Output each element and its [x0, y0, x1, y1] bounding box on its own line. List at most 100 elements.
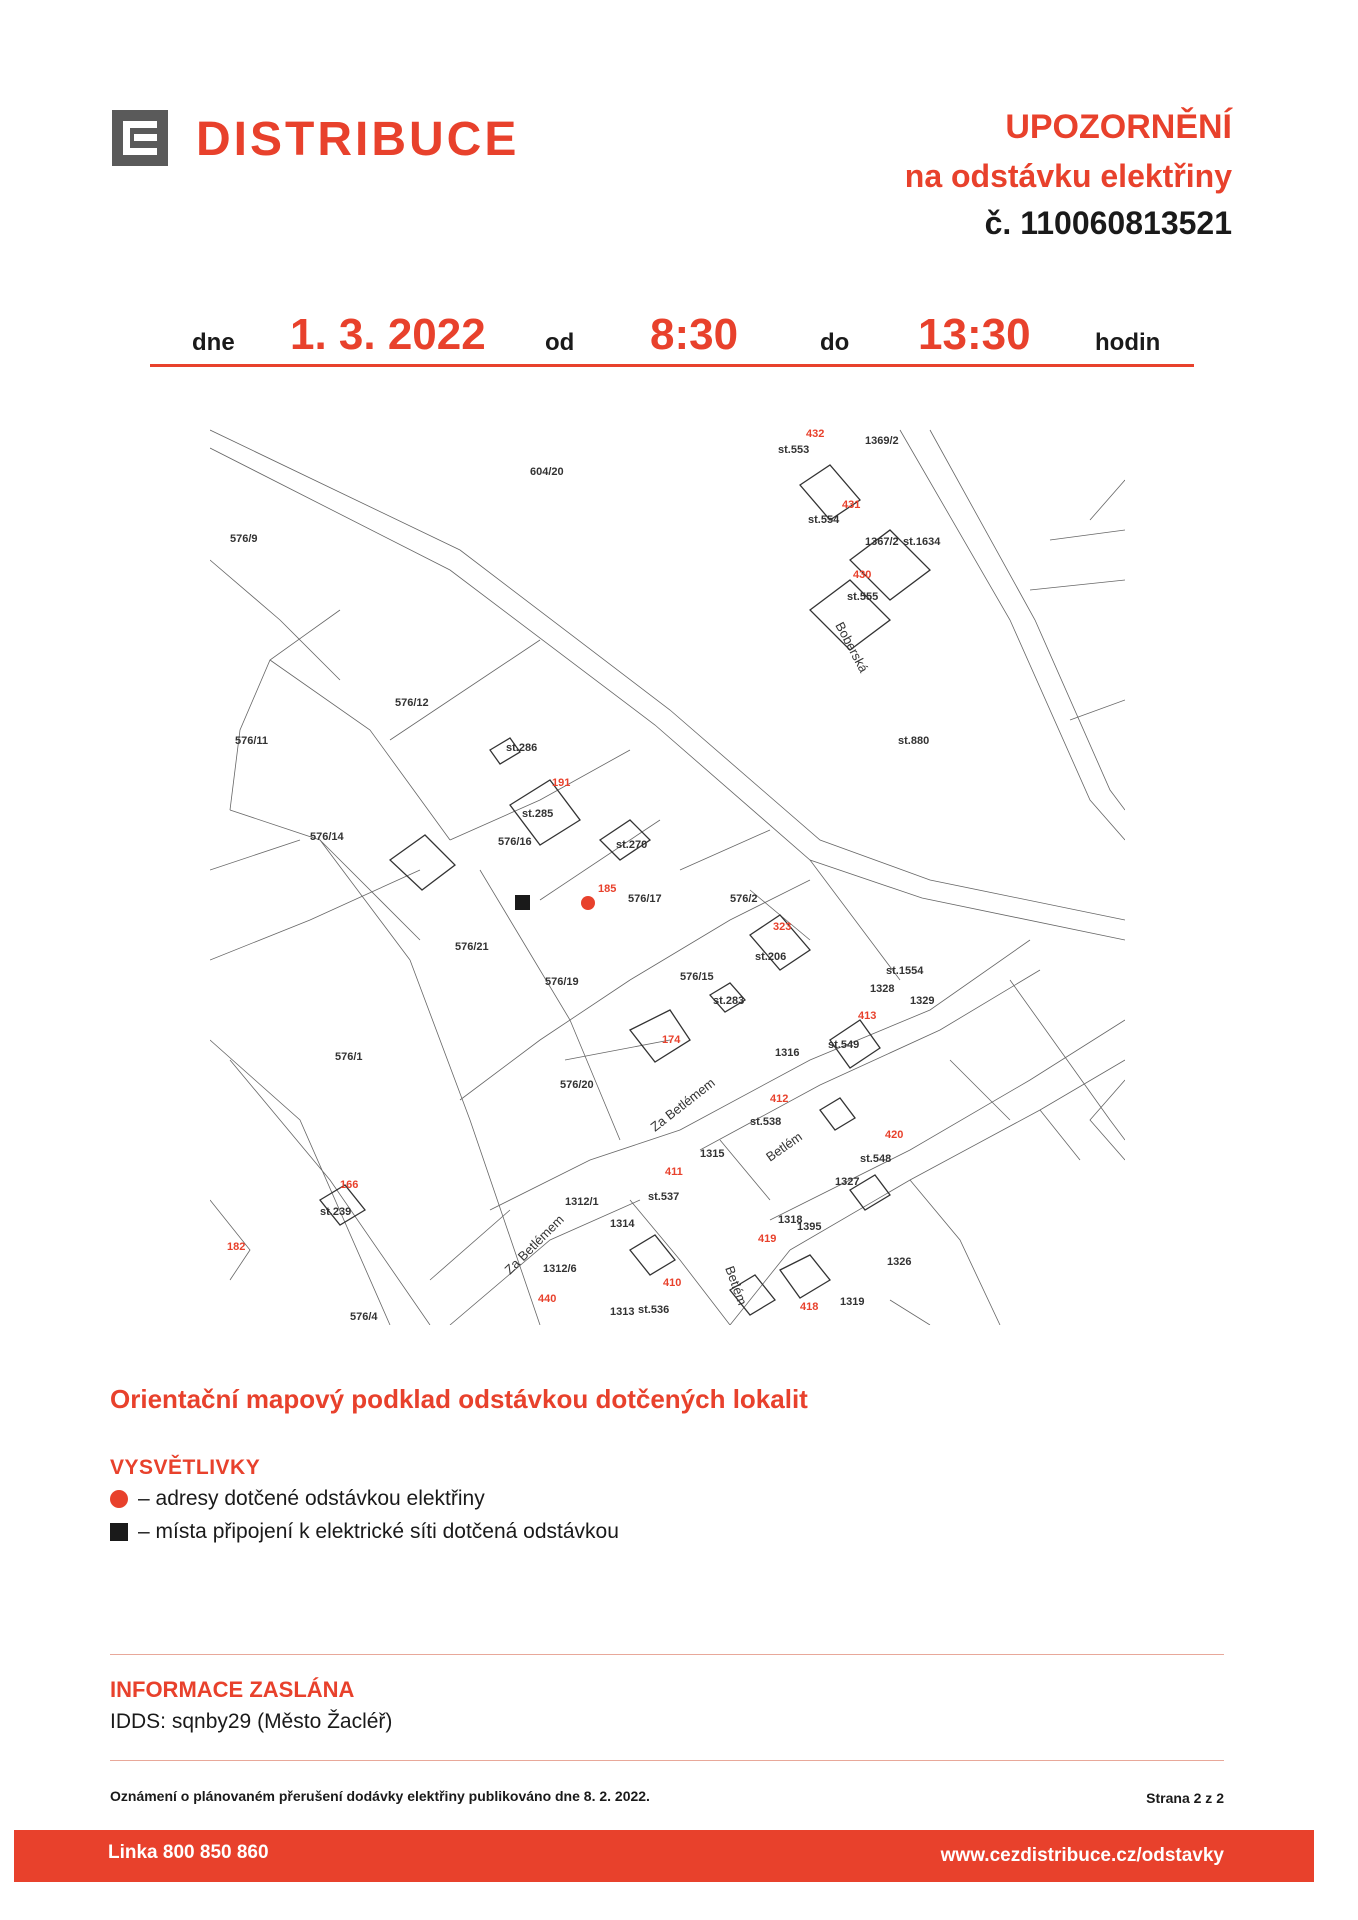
notice-subtitle: na odstávku elektřiny	[904, 158, 1232, 194]
legend-item-addresses: – adresy dotčené odstávkou elektřiny	[110, 1487, 485, 1511]
building-label: st.286	[506, 742, 537, 754]
parcel-label: 1315	[700, 1148, 724, 1160]
legend-address-text: – adresy dotčené odstávkou elektřiny	[138, 1487, 485, 1510]
parcel-label: 1318	[778, 1214, 802, 1226]
house-number: 182	[227, 1241, 245, 1253]
house-number: 431	[842, 499, 860, 511]
building-label: st.554	[808, 514, 840, 526]
building-label: st.1554	[886, 965, 924, 977]
divider	[110, 1654, 1224, 1655]
building-label: st.549	[828, 1039, 859, 1051]
house-number: 174	[662, 1034, 681, 1046]
house-number: 185	[598, 883, 616, 895]
parcel-label: 576/2	[730, 893, 758, 905]
divider	[110, 1760, 1224, 1761]
outage-end-time: 13:30	[918, 310, 1031, 359]
brand-name: DISTRIBUCE	[196, 113, 520, 166]
house-number: 418	[800, 1301, 818, 1313]
parcel-label: 576/21	[455, 941, 489, 953]
street-label: Betlém	[763, 1129, 805, 1164]
outage-start-time: 8:30	[650, 310, 739, 359]
footer-phone: Linka 800 850 860	[108, 1842, 269, 1863]
building-label: st.1634	[903, 536, 941, 548]
house-number: 410	[663, 1277, 681, 1289]
building-label: st.206	[755, 951, 786, 963]
building-label: st.285	[522, 808, 553, 820]
connection-point-marker	[515, 895, 530, 910]
parcel-label: 1367/2	[865, 536, 899, 548]
parcel-label: 576/12	[395, 697, 429, 709]
house-number: 430	[853, 569, 871, 581]
building-label: st.548	[860, 1153, 891, 1165]
house-number: 413	[858, 1010, 876, 1022]
house-number: 166	[340, 1179, 358, 1191]
parcel-label: 576/15	[680, 971, 714, 983]
building-label: st.536	[638, 1304, 669, 1316]
notice-number: č. 110060813521	[984, 205, 1232, 241]
building-label: st.553	[778, 444, 809, 456]
house-number: 411	[665, 1166, 683, 1178]
info-title: INFORMACE ZASLÁNA	[110, 1677, 355, 1702]
parcel-label: 1327	[835, 1176, 859, 1188]
parcel-label: 1328	[870, 983, 894, 995]
parcel-label: 576/17	[628, 893, 662, 905]
house-number: 432	[806, 428, 824, 440]
parcel-label: 576/11	[235, 735, 268, 747]
footer-website-link[interactable]: www.cezdistribuce.cz/odstavky	[940, 1845, 1224, 1866]
street-label: Betlém	[722, 1264, 750, 1307]
parcel-label: 576/14	[310, 831, 345, 843]
street-label: Za Betlémem	[648, 1075, 718, 1134]
parcel-label: 576/19	[545, 976, 579, 988]
date-underline	[150, 364, 1194, 367]
brand-logo-icon	[112, 110, 168, 166]
parcel-label: 604/20	[530, 466, 564, 478]
hours-label: hodin	[1095, 329, 1161, 356]
legend-item-connections: – místa připojení k elektrické síti dotč…	[110, 1520, 619, 1544]
building-label: st.537	[648, 1191, 679, 1203]
map-caption: Orientační mapový podklad odstávkou dotč…	[110, 1384, 808, 1414]
parcel-label: 1316	[775, 1047, 799, 1059]
parcel-label: 1314	[610, 1218, 635, 1230]
to-label: do	[820, 329, 850, 356]
parcel-label: 1369/2	[865, 435, 899, 447]
page-number: Strana 2 z 2	[1146, 1790, 1224, 1806]
notice-title: UPOZORNĚNÍ	[1005, 108, 1232, 146]
cadastral-map: 604/20 576/9 576/12 576/11 576/14 576/16…	[210, 428, 1125, 1325]
parcel-label: 1319	[840, 1296, 864, 1308]
black-square-icon	[110, 1523, 128, 1541]
house-number: 440	[538, 1293, 556, 1305]
outage-date: 1. 3. 2022	[290, 310, 486, 359]
parcel-label: 1313	[610, 1306, 634, 1318]
parcel-label: 576/9	[230, 533, 258, 545]
parcel-label: 1312/6	[543, 1263, 577, 1275]
from-label: od	[545, 329, 575, 356]
house-number: 420	[885, 1129, 903, 1141]
building-label: st.880	[898, 735, 929, 747]
parcel-label: 576/4	[350, 1311, 378, 1323]
parcel-label: 576/16	[498, 836, 532, 848]
parcel-label: 1395	[797, 1221, 821, 1233]
parcel-label: 1329	[910, 995, 934, 1007]
published-note: Oznámení o plánovaném přerušení dodávky …	[110, 1788, 650, 1804]
building-label: st.555	[847, 591, 878, 603]
house-number: 412	[770, 1093, 788, 1105]
parcel-label: 1326	[887, 1256, 911, 1268]
house-number: 191	[552, 777, 570, 789]
street-label: Boberská	[832, 619, 871, 675]
affected-address-dot	[581, 896, 595, 910]
building-label: st.283	[713, 995, 744, 1007]
parcel-label: 1312/1	[565, 1196, 599, 1208]
date-label: dne	[192, 329, 235, 356]
parcel-label: 576/20	[560, 1079, 594, 1091]
house-number: 323	[773, 921, 791, 933]
building-label: st.538	[750, 1116, 781, 1128]
red-dot-icon	[110, 1490, 128, 1508]
info-recipient: IDDS: sqnby29 (Město Žacléř)	[110, 1710, 393, 1733]
building-label: st.270	[616, 839, 647, 851]
parcel-label: 576/1	[335, 1051, 363, 1063]
building-label: st.239	[320, 1206, 351, 1218]
house-number: 419	[758, 1233, 776, 1245]
legend-connection-text: – místa připojení k elektrické síti dotč…	[138, 1520, 619, 1543]
footer-bar: Linka 800 850 860 www.cezdistribuce.cz/o…	[14, 1830, 1314, 1882]
legend-title: VYSVĚTLIVKY	[110, 1456, 261, 1479]
